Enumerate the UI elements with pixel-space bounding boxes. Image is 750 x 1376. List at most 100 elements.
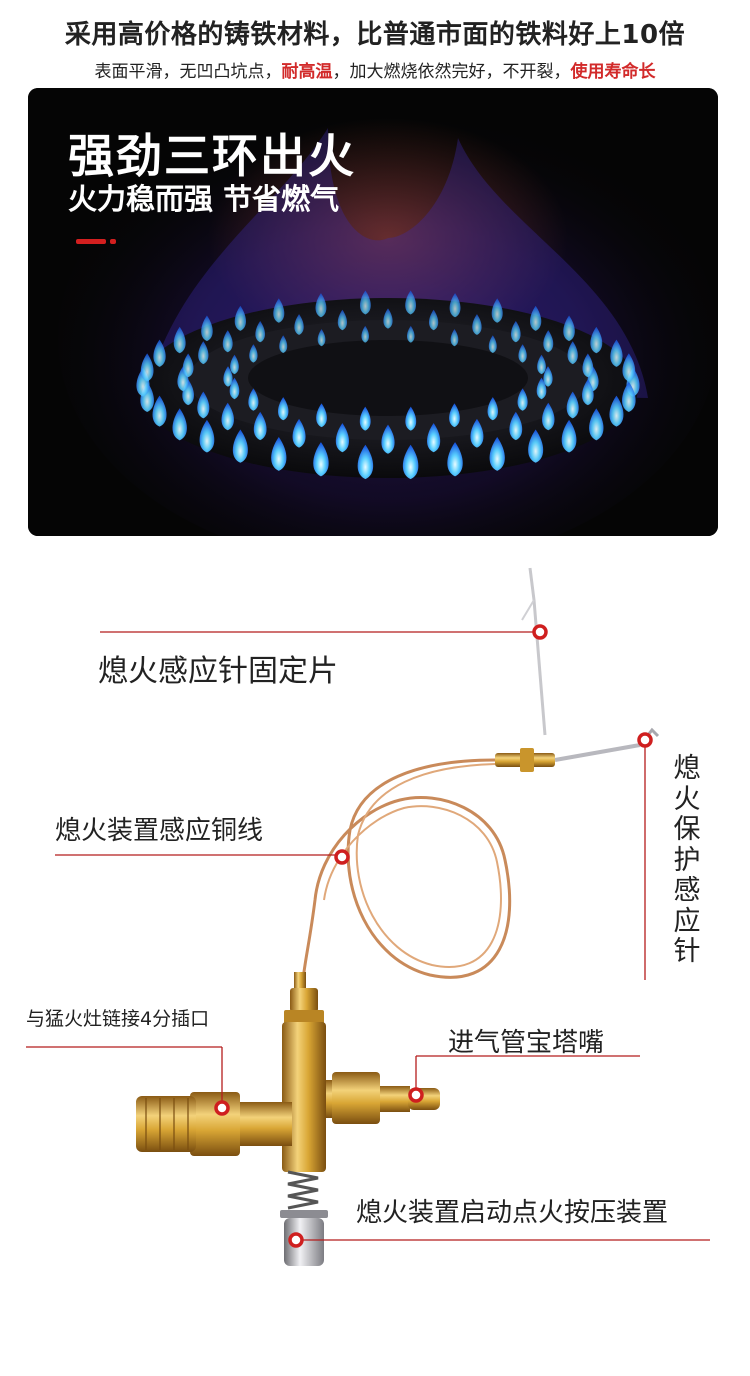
flame-jet	[152, 395, 167, 427]
flame-jet	[561, 419, 577, 453]
flame-jet	[567, 341, 578, 365]
flame-jet	[405, 290, 417, 315]
valve-diagram	[26, 567, 710, 1266]
flame-jet	[255, 321, 265, 343]
highlight-heat-resistant: 耐高温	[281, 62, 333, 82]
flame-jet	[543, 366, 553, 387]
flame-jet	[253, 411, 267, 441]
flame-jet	[277, 397, 289, 421]
label-connector: 与猛火灶链接4分插口	[26, 1008, 210, 1030]
flame-jet	[429, 309, 439, 331]
flame-jet	[234, 305, 246, 331]
label-protection-needle: 熄 火 保 护 感 应 针	[667, 753, 707, 968]
flame-jet	[359, 290, 371, 315]
flame-jet	[294, 314, 304, 335]
flame-jet	[582, 353, 594, 378]
flame-jet	[222, 330, 233, 353]
sub-headline-part2: ，加大燃烧依然完好，不开裂，	[332, 62, 571, 82]
flame-jet	[335, 423, 349, 453]
flame-jet	[357, 444, 374, 480]
flame-jet	[173, 326, 186, 354]
flame-jet	[316, 403, 327, 428]
flame-jet	[491, 298, 503, 323]
valve-body	[136, 972, 440, 1266]
flame-jet	[197, 391, 210, 419]
flame-jet	[622, 381, 636, 412]
flame-jet	[198, 341, 209, 365]
flame-jet	[590, 326, 603, 354]
label-char: 针	[673, 936, 701, 967]
label-inlet: 进气管宝塔嘴	[448, 1028, 605, 1058]
flame-jet	[230, 354, 239, 375]
label-fixing-plate: 熄火感应针固定片	[98, 654, 338, 689]
flame-jet	[153, 339, 166, 367]
fixing-plate	[528, 567, 547, 736]
flame-jet	[518, 344, 527, 363]
flame-jet	[182, 353, 194, 378]
sub-headline: 表面平滑，无凹凸坑点，耐高温，加大燃烧依然完好，不开裂，使用寿命长	[0, 57, 750, 82]
flame-panel-title: 强劲三环出火	[68, 129, 356, 183]
flame-jet	[509, 411, 523, 441]
label-char: 护	[673, 844, 701, 876]
flame-jet	[487, 397, 499, 421]
flame-jet	[313, 442, 329, 477]
flame-jet	[447, 442, 463, 477]
sensor-needle	[495, 727, 660, 772]
flame-jet	[292, 418, 306, 448]
flame-jet	[402, 444, 419, 480]
flame-jet	[543, 330, 554, 353]
label-char: 感	[673, 875, 701, 906]
flame-jet	[248, 388, 259, 411]
flame-jet	[472, 314, 482, 335]
flame-jet	[589, 408, 604, 441]
flame-jet	[542, 402, 555, 431]
red-accent-bar	[76, 239, 106, 244]
flame-jet	[488, 335, 497, 354]
flame-jet	[489, 436, 505, 471]
flame-jet	[622, 353, 636, 382]
flame-jet	[449, 403, 460, 428]
flame-jet	[229, 377, 240, 400]
label-igniter: 熄火装置启动点火按压装置	[356, 1198, 669, 1228]
flame-jet	[537, 354, 546, 375]
flame-jet	[405, 406, 417, 431]
flame-image-panel: 强劲三环出火 火力稳而强 节省燃气	[28, 88, 718, 536]
headline: 采用高价格的铸铁材料，比普通市面的铁料好上10倍	[64, 20, 686, 50]
flame-jet	[609, 395, 624, 427]
flame-jet	[406, 325, 415, 343]
push-button	[284, 1218, 324, 1266]
flame-jet	[566, 391, 579, 419]
label-char: 火	[673, 783, 701, 815]
flame-jet	[271, 436, 287, 471]
leader-lines	[26, 631, 710, 1241]
flame-jet	[249, 344, 258, 363]
flame-jet	[317, 329, 326, 347]
flame-jet	[221, 402, 234, 431]
flame-panel-subtitle: 火力稳而强 节省燃气	[68, 182, 340, 216]
flame-jet	[563, 315, 575, 342]
callout-markers	[214, 624, 653, 1248]
flame-jet	[427, 423, 441, 453]
flame-jet	[610, 339, 623, 367]
flame-jet	[536, 377, 547, 400]
flame-jet	[383, 308, 393, 329]
flame-jet	[273, 298, 285, 323]
flame-jet	[449, 293, 461, 318]
label-char: 保	[673, 814, 701, 845]
flame-jet	[315, 293, 327, 318]
copper-wire	[301, 758, 512, 981]
burner-flame-image	[28, 88, 718, 536]
label-char: 熄	[673, 753, 701, 784]
flame-jet	[530, 305, 542, 331]
label-copper-wire: 熄火装置感应铜线	[55, 816, 264, 846]
flame-jet	[582, 379, 594, 406]
flame-jet	[359, 406, 371, 431]
flame-jet	[279, 335, 288, 354]
flame-jet	[232, 429, 248, 463]
spring	[287, 1170, 319, 1210]
flame-jet	[528, 429, 544, 463]
label-char: 应	[673, 905, 701, 937]
flame-jet	[172, 408, 187, 441]
flame-jet	[470, 418, 484, 448]
sub-headline-part1: 表面平滑，无凹凸坑点，	[94, 62, 282, 82]
